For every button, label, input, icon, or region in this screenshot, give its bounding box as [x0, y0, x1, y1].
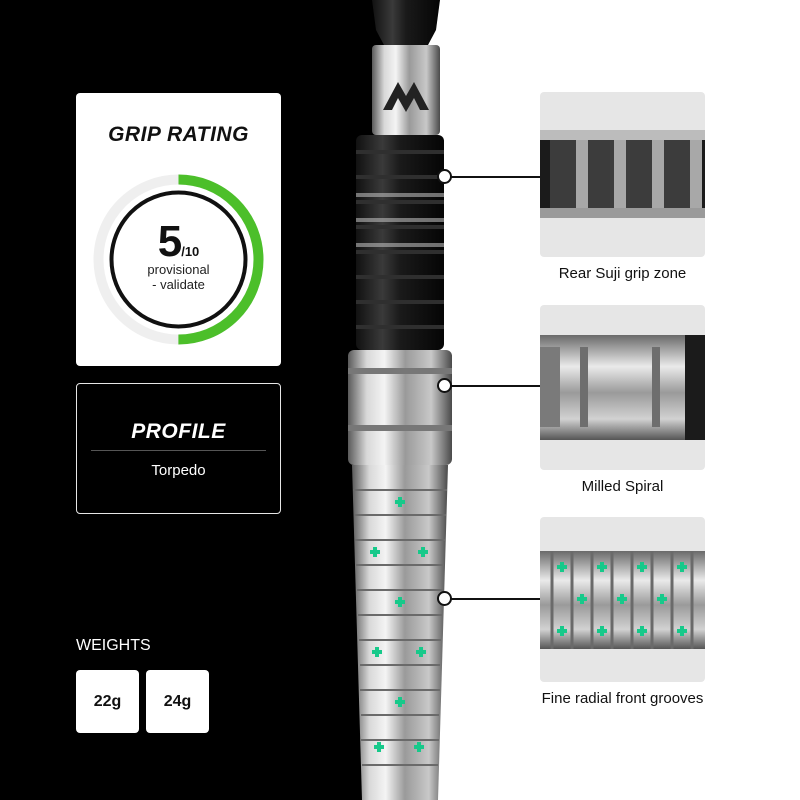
profile-card: PROFILE Torpedo	[76, 383, 281, 514]
weights-label: WEIGHTS	[76, 637, 151, 654]
grip-gauge-progress-arc	[93, 174, 264, 345]
grip-score-value: 5	[157, 217, 183, 266]
profile-title: PROFILE	[131, 420, 226, 443]
callout-dot-milled-spiral[interactable]	[437, 378, 452, 393]
callout-label-rear-grip: Rear Suji grip zone	[558, 265, 687, 282]
callout-dot-rear-grip[interactable]	[437, 169, 452, 184]
callout-line-rear-grip	[445, 176, 541, 178]
profile-divider	[91, 450, 266, 451]
grip-rating-title: GRIP RATING	[108, 123, 249, 146]
grip-note-line1: provisional	[147, 262, 210, 277]
detail-image-front-grooves	[540, 517, 705, 682]
detail-image-rear-grip	[540, 92, 705, 257]
grip-score-max: /10	[181, 244, 200, 259]
callout-label-front-grooves: Fine radial front grooves	[541, 690, 704, 707]
callout-line-front-grooves	[445, 598, 541, 600]
grip-rating-card: GRIP RATING 5/10 provisional - validate	[76, 93, 281, 366]
grip-note-line2: - validate	[152, 277, 205, 292]
weight-option-22g[interactable]: 22g	[76, 670, 139, 733]
profile-value: Torpedo	[151, 462, 206, 479]
callout-line-milled-spiral	[445, 385, 541, 387]
weight-option-24g[interactable]: 24g	[146, 670, 209, 733]
dart-barrel-image	[348, 0, 452, 800]
callout-dot-front-grooves[interactable]	[437, 591, 452, 606]
callout-label-milled-spiral: Milled Spiral	[581, 478, 664, 495]
grip-score: 5/10	[76, 217, 281, 267]
grip-gauge	[93, 174, 264, 345]
detail-image-milled-spiral	[540, 305, 705, 470]
